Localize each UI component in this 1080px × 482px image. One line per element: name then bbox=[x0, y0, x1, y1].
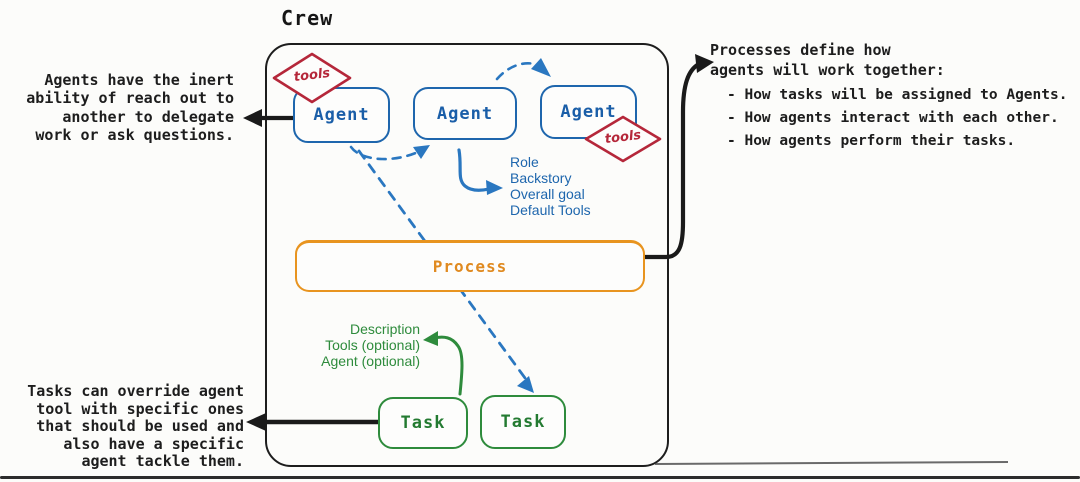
process-note-bullets: - How tasks will be assigned to Agents. … bbox=[727, 87, 1067, 156]
agents-delegation-note: Agents have the inert ability of reach o… bbox=[26, 71, 234, 145]
agent-label: Agent bbox=[560, 102, 617, 122]
process-note-bullet: - How agents perform their tasks. bbox=[727, 133, 1016, 149]
task-node-1: Task bbox=[378, 397, 468, 449]
task-label: Task bbox=[500, 412, 546, 432]
agent-node-2: Agent bbox=[413, 87, 517, 140]
slide-bottom-border bbox=[0, 476, 1080, 479]
box-bottom-overshoot-line bbox=[654, 461, 1009, 465]
process-note-bullet: - How tasks will be assigned to Agents. bbox=[727, 87, 1068, 103]
diagram-title: Crew bbox=[281, 6, 334, 30]
task-attributes-list: Description Tools (optional) Agent (opti… bbox=[321, 321, 420, 369]
task-node-2: Task bbox=[480, 395, 566, 449]
agent-attributes-list: Role Backstory Overall goal Default Tool… bbox=[510, 154, 591, 218]
process-note-bullet: - How agents interact with each other. bbox=[727, 110, 1059, 126]
task-label: Task bbox=[400, 413, 446, 433]
process-note-heading: Processes define how agents will work to… bbox=[710, 41, 945, 79]
agent-node-1: Agent bbox=[293, 87, 390, 143]
agent-label: Agent bbox=[313, 105, 370, 125]
process-label: Process bbox=[432, 257, 508, 276]
agent-label: Agent bbox=[436, 103, 494, 124]
process-node: Process bbox=[295, 240, 645, 292]
tasks-override-note: Tasks can override agent tool with speci… bbox=[27, 382, 244, 470]
